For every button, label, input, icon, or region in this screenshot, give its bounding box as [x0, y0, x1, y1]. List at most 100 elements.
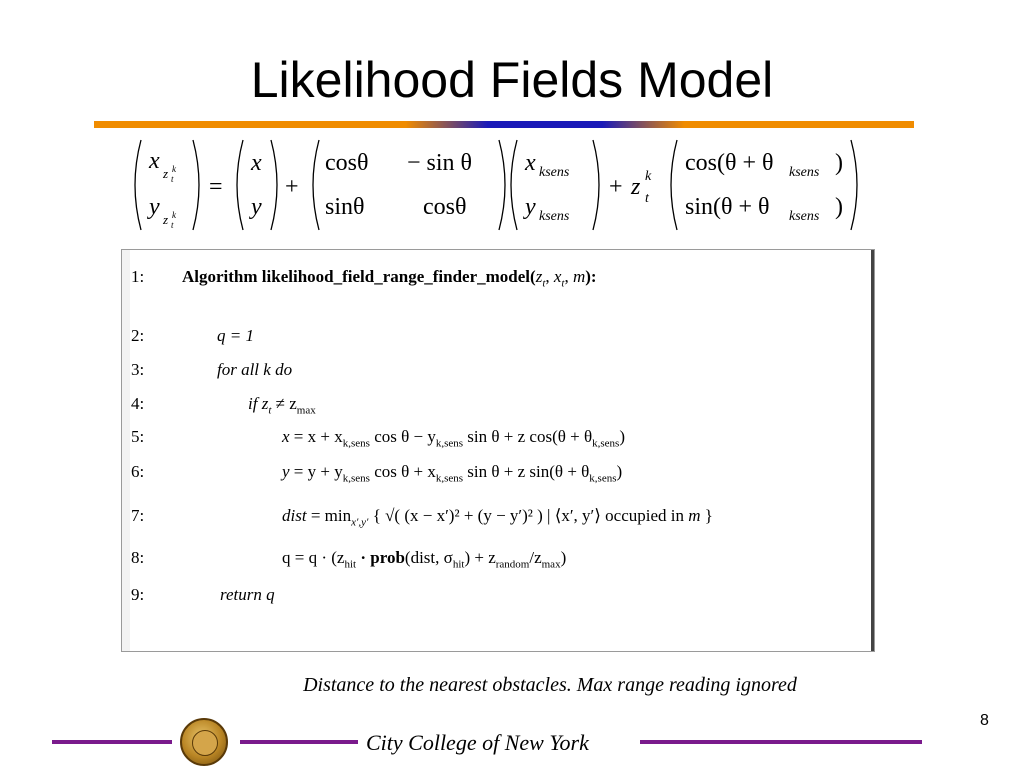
- l8-hit-sub: hit: [344, 558, 357, 571]
- algo-code-5: x = x + xk,sens cos θ − yk,sens sin θ + …: [282, 427, 625, 449]
- lhs-y-sub-k: k: [172, 210, 177, 220]
- trig-cos: cos(θ + θ: [685, 150, 774, 176]
- cond-z: z: [261, 394, 269, 413]
- rot-sin-1: sinθ: [325, 194, 365, 220]
- cond-max-sub: max: [296, 404, 316, 417]
- line-number: 6:: [131, 462, 145, 481]
- cond-z-sub: t: [268, 404, 272, 417]
- lhs-x-sub-t: t: [171, 174, 174, 184]
- lhs-y-sub: z: [162, 212, 168, 227]
- vec-x: x: [250, 150, 262, 176]
- l6-lhs: y: [282, 462, 290, 481]
- paren-xy-left: [236, 139, 244, 231]
- l5-end: cos(θ + θ: [525, 427, 593, 446]
- algo-header-close: ):: [585, 267, 597, 286]
- college-seal-icon: [180, 718, 228, 766]
- algo-arg-x-sub: t: [561, 277, 565, 290]
- l5-rhs: = x + x: [293, 427, 343, 446]
- yksens-y: y: [523, 194, 536, 220]
- algo-code-9: return q: [220, 585, 275, 604]
- l5-mid: cos θ − y: [369, 427, 436, 446]
- l8-args: (dist, σ: [404, 548, 453, 567]
- l5-ks-sub-3: k,sens: [592, 437, 620, 450]
- equals-sign: =: [209, 174, 223, 200]
- paren-sens-right: [592, 139, 600, 231]
- algo-header: Algorithm likelihood_field_range_finder_…: [182, 267, 597, 289]
- l6-mid: cos θ + x: [369, 462, 436, 481]
- slide-title: Likelihood Fields Model: [250, 52, 774, 108]
- algo-code-4: if zt ≠ zmax: [248, 394, 316, 416]
- l7-min-under: x′,y′: [351, 516, 369, 529]
- footer-rule-right: [640, 740, 922, 744]
- line-number: 3:: [131, 360, 145, 379]
- scan-shade: [122, 250, 130, 651]
- algo-arg-sep-1: ,: [545, 267, 554, 286]
- algo-code-3: for all k do: [217, 360, 292, 380]
- lhs-y-sub-t: t: [171, 220, 174, 230]
- l8-den: z: [534, 548, 542, 567]
- footer-college-name: City College of New York: [366, 730, 589, 755]
- paren-rot-left: [312, 139, 320, 231]
- l6-ks-sub: k,sens: [342, 472, 370, 485]
- l8-prob: · prob: [356, 548, 405, 567]
- loop-var: k: [263, 360, 271, 379]
- algo-header-label: Algorithm likelihood_field_range_finder_…: [182, 267, 536, 286]
- paren-trig-right: [850, 139, 858, 231]
- l8-num-sub: random: [495, 558, 530, 571]
- l6-ks-sub-3: k,sens: [589, 472, 617, 485]
- seal-inner: [192, 730, 218, 756]
- algo-code-6: y = y + yk,sens cos θ + xk,sens sin θ + …: [282, 462, 622, 484]
- l7-dist: dist: [282, 506, 307, 525]
- paren-rot-right: [498, 139, 506, 231]
- l5-lhs: x: [282, 427, 290, 446]
- footer-rule-left: [52, 740, 172, 744]
- l7-min: = min: [306, 506, 352, 525]
- rot-msin: − sin θ: [407, 150, 472, 176]
- scan-edge: [871, 250, 874, 651]
- lhs-x-sub-k: k: [172, 164, 177, 174]
- for-keyword: for all: [217, 360, 260, 379]
- line-number: 4:: [131, 394, 145, 413]
- z-sub-t: t: [645, 191, 650, 206]
- l8-lhs: q = q · (z: [282, 548, 345, 567]
- do-keyword: do: [275, 360, 293, 379]
- paren-xy-right: [270, 139, 278, 231]
- plus-sign-2: +: [609, 174, 623, 200]
- l6-ks-sub-2: k,sens: [435, 472, 464, 485]
- l6-rhs: = y + y: [293, 462, 343, 481]
- trig-sin: sin(θ + θ: [685, 194, 770, 220]
- cond-neq: ≠ z: [275, 394, 297, 413]
- z-sup-k: k: [645, 169, 652, 184]
- vec-y: y: [249, 194, 262, 220]
- title-underline: [94, 121, 914, 128]
- l5-ks-sub-2: k,sens: [435, 437, 464, 450]
- line-number: 8:: [131, 548, 145, 567]
- footer-rule-mid: [240, 740, 358, 744]
- yksens-sub: ksens: [539, 209, 570, 224]
- slide-caption: Distance to the nearest obstacles. Max r…: [303, 674, 797, 696]
- rot-cos-2: cosθ: [423, 194, 467, 220]
- l7-body2: − x′)² + (y: [418, 506, 492, 525]
- z-symbol: z: [630, 174, 641, 200]
- page-number: 8: [980, 712, 989, 729]
- paren-lhs-left: [134, 139, 142, 231]
- trig-sin-ksens: ksens: [789, 209, 820, 224]
- l6-mid2: sin θ + z: [463, 462, 526, 481]
- line-number: 5:: [131, 427, 145, 446]
- plus-sign-1: +: [285, 174, 299, 200]
- trig-sin-close: ): [835, 194, 843, 220]
- algo-arg-z: z: [535, 267, 543, 286]
- paren-lhs-right: [192, 139, 200, 231]
- l8-num: z: [488, 548, 496, 567]
- l7-m: m: [688, 506, 701, 525]
- l6-end: sin(θ + θ: [525, 462, 590, 481]
- formula-svg: x z t k y z t k = x y + cosθ − sin θ sin…: [134, 139, 858, 231]
- l5-ks-sub: k,sens: [342, 437, 370, 450]
- algo-arg-z-sub: t: [542, 277, 546, 290]
- l7-body3: − y′)² ) | ⟨x′, y′⟩ occupied in: [491, 506, 684, 525]
- l8-args2: ) +: [464, 548, 489, 567]
- lhs-x: x: [148, 148, 160, 174]
- trig-cos-close: ): [835, 150, 843, 176]
- line-number: 2:: [131, 326, 145, 345]
- line-number: 7:: [131, 506, 145, 525]
